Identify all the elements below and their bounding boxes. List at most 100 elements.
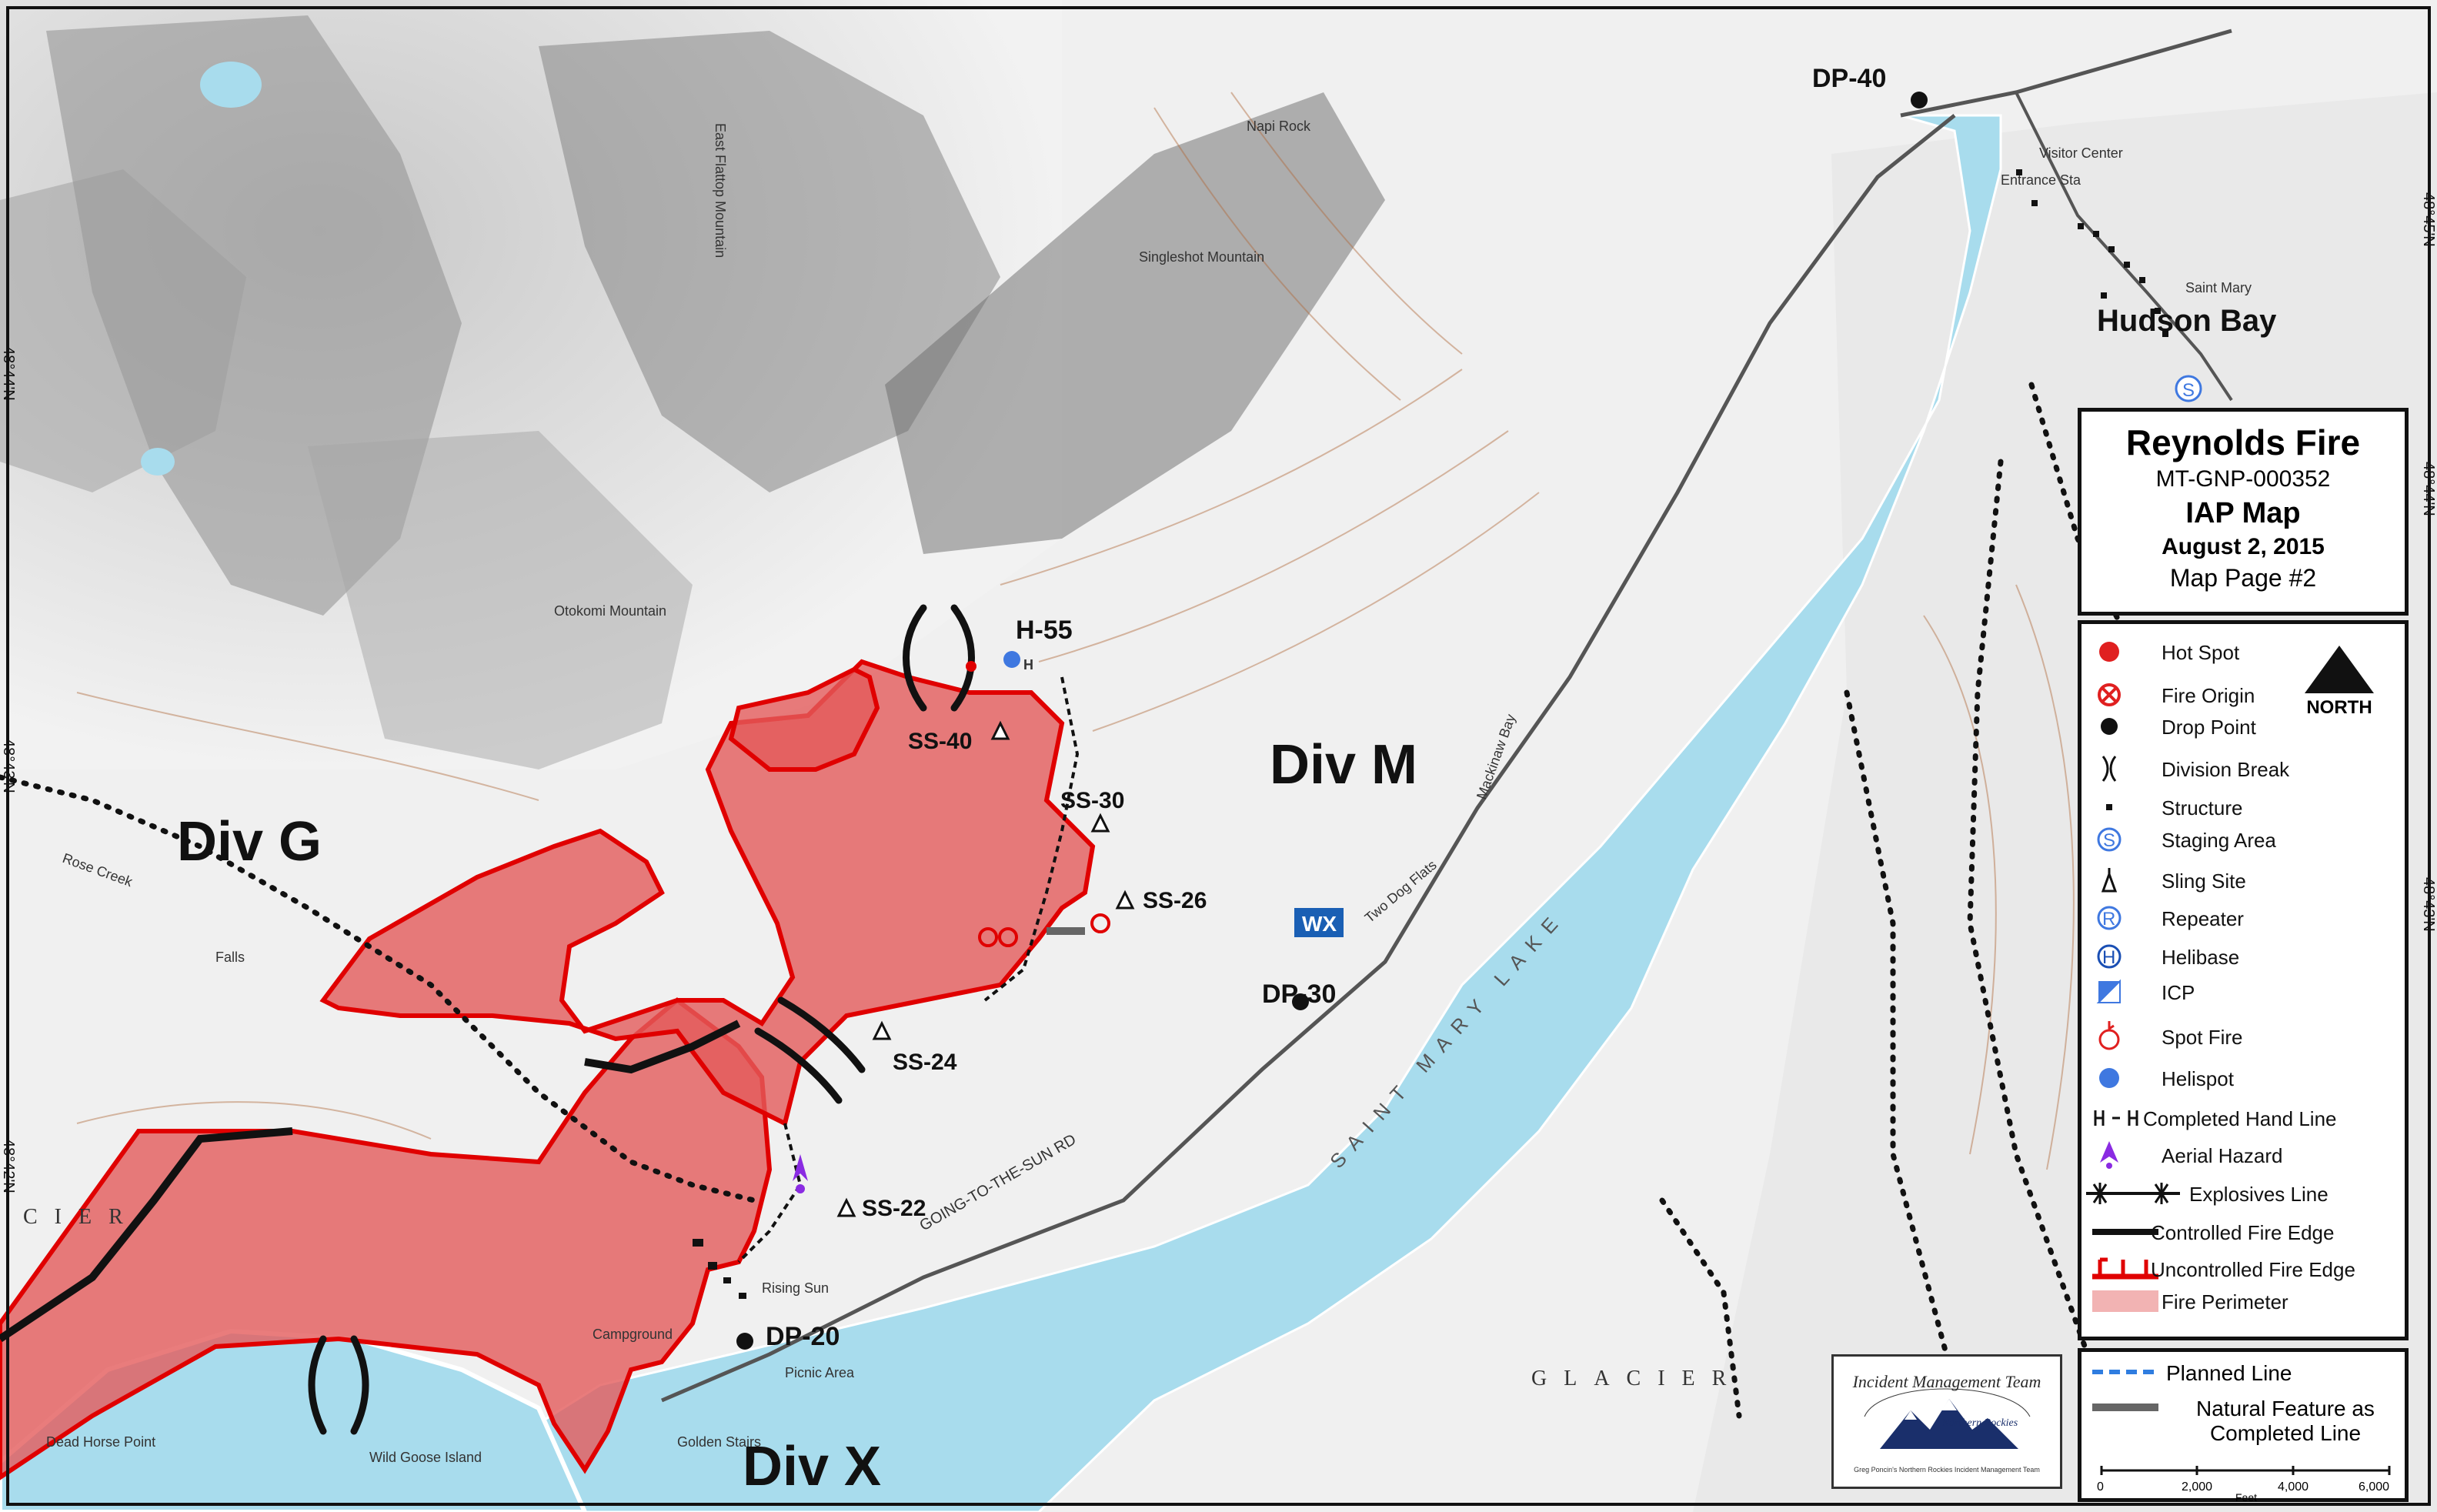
spot-fire-icon: [2098, 1021, 2120, 1050]
ss26-label: SS-26: [1143, 888, 1207, 913]
helibase-icon: H: [2097, 944, 2122, 969]
svg-text:S: S: [2182, 380, 2195, 401]
drop-point-dp30[interactable]: [1292, 993, 1309, 1010]
contour-lines: [76, 92, 2075, 1170]
drop-point-dp40[interactable]: [1911, 92, 1928, 108]
drop-point-dp20[interactable]: [736, 1333, 753, 1350]
div-g-label: Div G: [177, 811, 322, 873]
legend-label: Drop Point: [2162, 716, 2256, 739]
saint-mary-structures: [2016, 169, 2168, 337]
aerial-hazard-icon: [2100, 1141, 2118, 1169]
legend-label: Spot Fire: [2162, 1026, 2243, 1049]
icp-icon: [2096, 979, 2121, 1003]
controlled-edge-icon: [2092, 1229, 2158, 1235]
controlled-fire-edge-north: [584, 1020, 741, 1074]
terrain-ridge-5: [308, 431, 693, 769]
legend-item-aerial-hazard: Aerial Hazard: [2081, 1140, 2405, 1170]
legend-item-structure: Structure: [2081, 792, 2405, 823]
sling-site-group[interactable]: [836, 720, 1135, 1217]
north-arrow: NORTH: [2297, 643, 2382, 719]
dp30-label: DP-30: [1262, 980, 1336, 1009]
structure-icon: [2106, 804, 2112, 810]
svg-text:H: H: [2102, 947, 2115, 968]
scale-bar: 0 2,000 4,000 6,000 Feet: [2097, 1466, 2391, 1501]
planned-line-icon: [2092, 1370, 2158, 1374]
falls-label: Falls: [215, 950, 245, 965]
explosives-line-icon: [2086, 1183, 2180, 1204]
controlled-fire-edge-west: [0, 1127, 293, 1343]
legend-item-natural-feature: Natural Feature as Completed Line: [2081, 1392, 2405, 1454]
ss40-label: SS-40: [908, 729, 972, 754]
division-break-div-x: [308, 1335, 369, 1435]
saint-mary-town-label: Saint Mary: [2185, 280, 2252, 295]
div-m-label: Div M: [1270, 734, 1417, 796]
division-break-h55: [903, 604, 975, 712]
logo-line3: Greg Poncin's Northern Rockies Incident …: [1854, 1466, 2040, 1474]
picnic-area-label: Picnic Area: [785, 1365, 855, 1380]
staging-area-icon: S: [2097, 827, 2122, 852]
wx-station-badge[interactable]: [1294, 908, 1344, 937]
legend-item-sling-site: Sling Site: [2081, 865, 2405, 896]
h55-label: H-55: [1016, 616, 1073, 645]
legend-item-fire-origin: Fire Origin: [2081, 679, 2405, 710]
legend-item-drop-point: Drop Point: [2081, 711, 2405, 742]
legend-label: Uncontrolled Fire Edge: [2151, 1258, 2355, 1281]
svg-text:H: H: [1023, 657, 1033, 673]
legend-label: ICP: [2162, 981, 2195, 1004]
legend-label: Helispot: [2162, 1067, 2234, 1090]
north-label: NORTH: [2306, 697, 2372, 718]
napi-rock-label: Napi Rock: [1247, 118, 1311, 134]
legend-label: Sling Site: [2162, 869, 2246, 893]
road-north-south: [2015, 92, 2233, 402]
terrain-ridge-3: [885, 92, 1385, 554]
division-break-icon: [2101, 756, 2117, 782]
legend-item-helibase: H Helibase: [2081, 941, 2405, 972]
hot-spot-1[interactable]: [966, 661, 976, 672]
legend-item-planned-line: Planned Line: [2081, 1357, 2405, 1387]
aerial-hazard-marker: [793, 1154, 808, 1193]
legend-item-uncontrolled-edge: Uncontrolled Fire Edge: [2081, 1253, 2405, 1284]
glacier-left-label: CIER: [23, 1205, 140, 1229]
scale-unit: Feet: [2235, 1491, 2257, 1501]
legend-label: Fire Origin: [2162, 684, 2255, 707]
legend-label: Helibase: [2162, 946, 2240, 969]
legend-label: Repeater: [2162, 907, 2244, 930]
terrain-ridge-2: [539, 31, 1000, 492]
division-break-ss24: [754, 996, 866, 1104]
div-x-label: Div X: [743, 1436, 881, 1497]
legend-label: Fire Perimeter: [2162, 1290, 2288, 1313]
legend-label: Explosives Line: [2189, 1183, 2329, 1206]
legend-item-controlled-edge: Controlled Fire Edge: [2081, 1217, 2405, 1247]
dead-horse-label: Dead Horse Point: [46, 1434, 155, 1450]
legend-label: Completed Hand Line: [2143, 1107, 2337, 1130]
legend-label-line2: Completed Line: [2209, 1421, 2362, 1445]
legend-item-spot-fire: Spot Fire: [2081, 1021, 2405, 1052]
map-date: August 2, 2015: [2162, 534, 2325, 560]
staging-area-hudson-bay[interactable]: S: [2175, 375, 2202, 402]
legend-item-hand-line: Completed Hand Line: [2081, 1103, 2405, 1133]
ss30-label: SS-30: [1060, 788, 1124, 813]
legend-item-icp: ICP: [2081, 976, 2405, 1007]
scale-tick-0: 0: [2097, 1480, 2104, 1494]
singleshot-label: Singleshot Mountain: [1139, 249, 1264, 265]
spot-fire-group[interactable]: [978, 913, 1110, 947]
completed-hand-line: [737, 676, 1080, 1263]
fire-origin-icon: [2098, 683, 2121, 706]
legend-item-hot-spot: Hot Spot: [2081, 636, 2405, 667]
legend-label: Natural Feature as: [2196, 1397, 2375, 1420]
glacier-right-label: GLACIER: [1531, 1367, 1743, 1390]
helispot-h55[interactable]: [1003, 651, 1020, 668]
campground-label: Campground: [593, 1327, 673, 1342]
fire-perimeter-north: [319, 659, 1096, 1127]
hot-spot-icon: [2099, 642, 2119, 662]
scale-tick-3: 6,000: [2359, 1480, 2389, 1494]
legend-item-division-break: Division Break: [2081, 753, 2405, 784]
road-east: [1900, 28, 2232, 118]
legend-label: Structure: [2162, 796, 2243, 819]
drop-point-icon: [2101, 718, 2118, 735]
dp40-label: DP-40: [1812, 64, 1886, 93]
uncontrolled-edge-icon: [2092, 1257, 2158, 1280]
hudson-bay-label: Hudson Bay: [2097, 304, 2277, 338]
small-lake-2: [141, 448, 175, 476]
